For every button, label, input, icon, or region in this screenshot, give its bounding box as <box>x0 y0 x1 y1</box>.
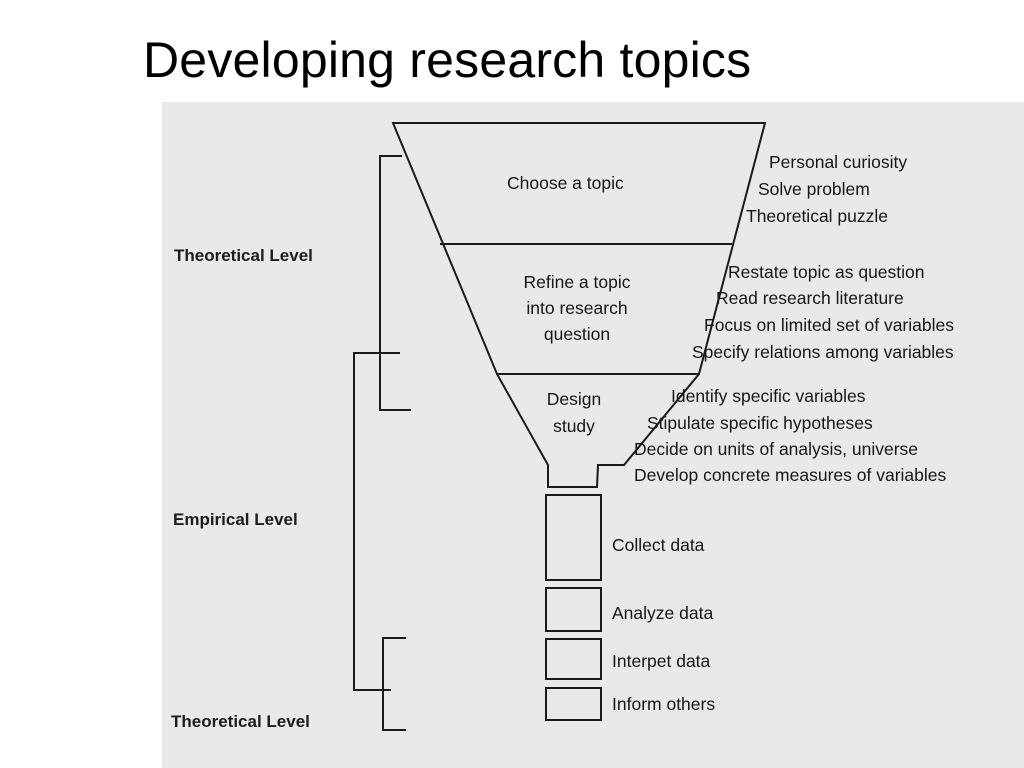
step-analyze-data: Analyze data <box>612 603 714 623</box>
step-interpret-data: Interpet data <box>612 651 711 671</box>
funnel-diagram: Theoretical Level Empirical Level Theore… <box>162 102 1024 768</box>
choose-note: Personal curiosity <box>769 152 908 172</box>
refine-note: Specify relations among variables <box>692 342 954 362</box>
choose-topic-label: Choose a topic <box>507 173 624 193</box>
level-theoretical-top: Theoretical Level <box>174 246 313 265</box>
funnel-outline <box>391 122 767 488</box>
design-note: Decide on units of analysis, universe <box>634 439 919 459</box>
design-label-2: study <box>553 416 595 436</box>
refine-note: Read research literature <box>716 288 904 308</box>
bracket-upper <box>379 155 411 411</box>
level-empirical: Empirical Level <box>173 510 298 529</box>
design-note: Identify specific variables <box>671 386 866 406</box>
step-collect-data: Collect data <box>612 535 705 555</box>
design-note: Stipulate specific hypotheses <box>647 413 873 433</box>
refine-label-3: question <box>543 324 611 344</box>
design-label-1: Design <box>546 389 602 409</box>
analyze-box <box>545 587 602 632</box>
funnel-lines <box>353 122 767 731</box>
choose-note: Solve problem <box>758 179 870 199</box>
collect-box <box>545 494 602 581</box>
level-theoretical-bottom: Theoretical Level <box>171 712 310 731</box>
inform-box <box>545 687 602 721</box>
bracket-lower <box>382 637 406 731</box>
refine-note: Restate topic as question <box>728 262 925 282</box>
refine-label-2: into research <box>526 298 628 318</box>
slide-title: Developing research topics <box>143 32 752 88</box>
refine-note: Focus on limited set of variables <box>704 315 954 335</box>
bracket-middle <box>353 352 400 691</box>
interpret-box <box>545 638 602 680</box>
refine-label-1: Refine a topic <box>523 272 631 292</box>
choose-note: Theoretical puzzle <box>746 206 889 226</box>
design-note: Develop concrete measures of variables <box>634 465 947 485</box>
step-inform-others: Inform others <box>612 694 716 714</box>
